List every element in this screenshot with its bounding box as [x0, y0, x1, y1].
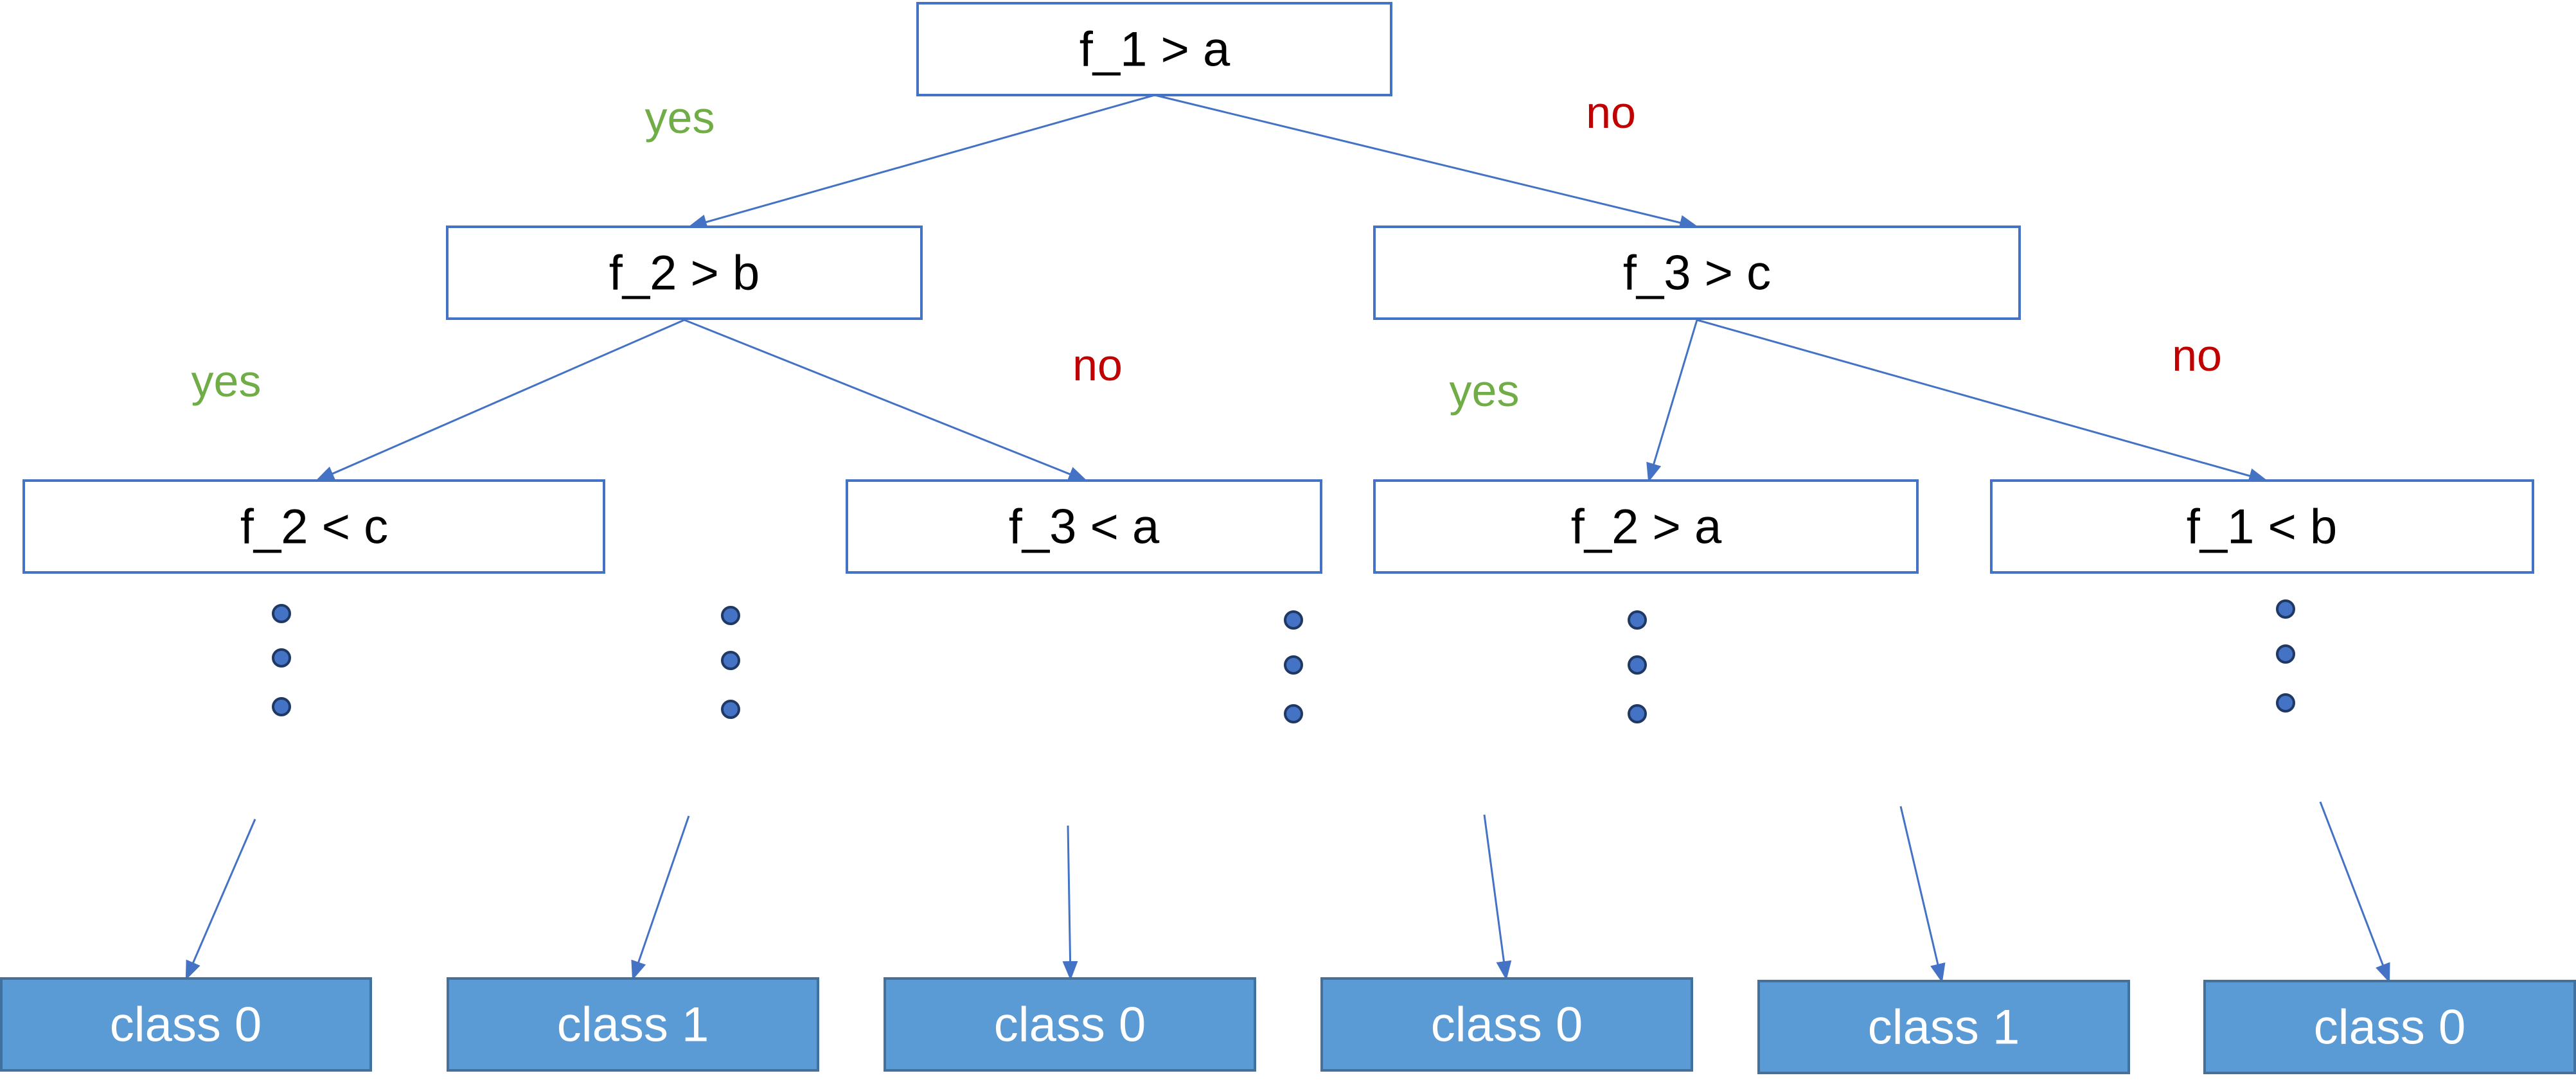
- edge-to-leaf-1: [185, 819, 256, 980]
- node-l2-4: f_1 < b: [1990, 479, 2534, 574]
- edge-to-leaf-5: [1899, 806, 1946, 983]
- node-l1-right: f_3 > c: [1373, 226, 2021, 320]
- dot: [1284, 655, 1303, 675]
- dot: [1628, 655, 1647, 675]
- node-l2-1: f_2 < c: [22, 479, 605, 574]
- leaf-5-label: class 1: [1868, 1000, 2020, 1055]
- ellipsis-dots: [272, 599, 2295, 723]
- label-root-yes: yes: [645, 93, 715, 143]
- dot: [2276, 644, 2295, 664]
- leaf-3-label: class 0: [994, 998, 1146, 1052]
- leaf-3: class 0: [884, 977, 1256, 1072]
- label-l1-right-no: no: [2172, 330, 2222, 380]
- leaf-6-label: class 0: [2314, 1000, 2466, 1055]
- dot: [272, 697, 291, 716]
- dot: [1284, 704, 1303, 723]
- dot: [2276, 599, 2295, 619]
- dot: [1284, 610, 1303, 630]
- dot: [1628, 704, 1647, 723]
- edge-to-leaf-3: [1062, 825, 1078, 980]
- leaf-2-label: class 1: [557, 998, 709, 1052]
- node-l2-2: f_3 < a: [846, 479, 1322, 574]
- edge-l1-right-to-l2-4: [1696, 319, 2268, 484]
- leaf-1-label: class 0: [110, 998, 262, 1052]
- node-l1-left-label: f_2 > b: [609, 246, 760, 301]
- edge-root-to-l1-right: [1154, 94, 1699, 231]
- node-l1-right-label: f_3 > c: [1623, 246, 1771, 301]
- leaf-1: class 0: [0, 977, 372, 1072]
- node-l2-3: f_2 > a: [1373, 479, 1919, 574]
- edge-l1-right-to-l2-3: [1646, 319, 1698, 483]
- dot: [1628, 610, 1647, 630]
- node-l1-left: f_2 > b: [446, 226, 923, 320]
- leaf-5: class 1: [1757, 980, 2130, 1074]
- leaf-4: class 0: [1320, 977, 1693, 1072]
- dot: [721, 651, 740, 670]
- node-l2-3-label: f_2 > a: [1571, 500, 1722, 554]
- edge-to-leaf-6: [2319, 801, 2390, 983]
- leaf-4-label: class 0: [1431, 998, 1583, 1052]
- dot: [721, 606, 740, 625]
- edge-root-to-l1-left: [688, 94, 1155, 230]
- dot: [272, 604, 291, 623]
- node-l2-4-label: f_1 < b: [2187, 500, 2338, 554]
- node-root: f_1 > a: [916, 2, 1392, 96]
- edge-to-leaf-2: [631, 815, 690, 980]
- dot: [2276, 693, 2295, 713]
- leaf-2: class 1: [447, 977, 819, 1072]
- edge-l1-left-to-l2-2: [684, 319, 1088, 482]
- edge-labels: yes no yes no yes no: [191, 87, 2222, 416]
- label-l1-left-no: no: [1072, 340, 1123, 390]
- edge-l1-left-to-l2-1: [315, 319, 685, 482]
- label-l1-right-yes: yes: [1450, 366, 1520, 416]
- leaf-6: class 0: [2203, 980, 2576, 1074]
- label-l1-left-yes: yes: [191, 356, 262, 406]
- node-root-label: f_1 > a: [1079, 22, 1230, 77]
- node-l2-2-label: f_3 < a: [1009, 500, 1160, 554]
- edge-to-leaf-4: [1483, 814, 1512, 980]
- node-l2-1-label: f_2 < c: [240, 500, 388, 554]
- dot: [721, 700, 740, 719]
- edges: [185, 94, 2390, 983]
- dot: [272, 648, 291, 668]
- label-root-no: no: [1586, 87, 1636, 137]
